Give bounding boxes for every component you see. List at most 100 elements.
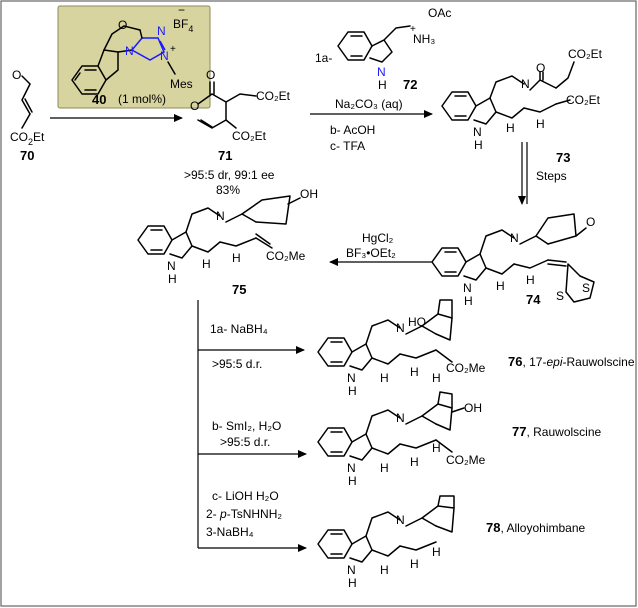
c73-h2: H <box>536 117 545 131</box>
catalyst-mes-group: Mes <box>170 77 193 91</box>
c71-number: 71 <box>218 148 232 163</box>
c78-nh-h: H <box>348 576 357 590</box>
c74-h1: H <box>496 279 505 293</box>
c71-keto-o: O <box>206 68 215 82</box>
catalyst-loading: (1 mol%) <box>118 92 166 106</box>
c73-nh-h: H <box>474 138 483 152</box>
c75-n-atom: N <box>216 209 225 223</box>
c74-number: 74 <box>526 292 541 307</box>
c72-plus: + <box>410 24 416 35</box>
c77-h2: H <box>410 455 419 469</box>
c75-ester: CO₂Me <box>266 249 306 263</box>
c76-ho: HO <box>408 315 426 329</box>
c75-oh: OH <box>300 187 318 201</box>
c78-h2: H <box>410 557 419 571</box>
c71-ester-bottom: CO₂Et <box>232 129 267 143</box>
catalyst-number: 40 <box>92 92 106 107</box>
catalyst-n2-atom: N <box>157 24 166 38</box>
c74-n-atom: N <box>510 231 519 245</box>
c75-number: 75 <box>232 282 246 297</box>
compound-71: O O CO₂Et CO₂Et 71 >95:5 dr, 99:1 ee 83% <box>184 68 291 197</box>
c73-n-atom: N <box>521 77 530 91</box>
c78-label: 78, Alloyohimbane <box>486 520 586 535</box>
c72-prefix: 1a- <box>315 51 332 65</box>
c77-nh: N <box>347 461 356 475</box>
catalyst-n1-atom: N <box>125 44 134 58</box>
c74-s1-atom: S <box>582 281 590 295</box>
branch3-reagent3: 3-NaBH₄ <box>206 525 254 539</box>
c71-ring-o: O <box>190 99 199 113</box>
c75-nh-h: H <box>168 272 177 286</box>
c71-ester-top: CO₂Et <box>256 89 291 103</box>
c74-nh: N <box>463 281 472 295</box>
c72-indole-h: H <box>378 78 387 92</box>
catalyst-counterion: BF4 <box>173 17 193 34</box>
c73-h1: H <box>506 121 515 135</box>
c70-ester: CO2Et <box>10 130 45 147</box>
c78-nh: N <box>347 563 356 577</box>
branch2-dr: >95:5 d.r. <box>220 435 270 449</box>
c75-nh: N <box>167 259 176 273</box>
compound-74: N O S S N H H H 74 <box>431 213 595 308</box>
compound-72: 1a- N H NH₃ + OAc 72 <box>315 6 451 92</box>
c76-nh-h: H <box>348 384 357 398</box>
c77-nh-h: H <box>348 474 357 488</box>
branch3-reagent2: 2- p-TsNHNH₂ <box>206 507 282 521</box>
c76-h2: H <box>410 365 419 379</box>
c73-number: 73 <box>556 150 570 165</box>
branch2-reagent: b- SmI₂, H₂O <box>212 419 281 433</box>
c72-indole-n: N <box>377 65 386 79</box>
c78-n-atom: N <box>396 513 405 527</box>
c75-h2: H <box>232 251 241 265</box>
c77-ester: CO₂Me <box>446 453 486 467</box>
hg-reagent2: BF₃•OEt₂ <box>346 246 396 260</box>
c70-o-atom: O <box>12 68 21 82</box>
compound-73: N O CO₂Et CO₂Et N H H H 73 <box>441 47 603 165</box>
c75-h1: H <box>202 257 211 271</box>
compound-78: N N H H H H 78, Alloyohimbane <box>317 495 586 590</box>
catalyst-40: O N N N + Mes BF4 − 40 (1 mol%) <box>57 3 211 109</box>
step1-acoh: b- AcOH <box>330 123 375 137</box>
c76-ester: CO₂Me <box>446 361 486 375</box>
c73-ester-top: CO₂Et <box>568 47 603 61</box>
c73-nh: N <box>473 125 482 139</box>
step1-base: Na₂CO₃ (aq) <box>335 97 403 111</box>
c76-h3: H <box>432 371 441 385</box>
c74-h2: H <box>526 273 535 287</box>
compound-75: N OH CO₂Me N H H H 75 <box>137 187 318 297</box>
c76-h1: H <box>380 371 389 385</box>
catalyst-highlight-box <box>57 5 211 109</box>
c73-o-atom: O <box>536 61 545 75</box>
compound-76: N HO CO₂Me N H H H H 76, 17-epi-Rauwolsc… <box>317 299 635 398</box>
c77-oh: OH <box>464 401 482 415</box>
c70-number: 70 <box>20 148 34 163</box>
c74-o-atom: O <box>586 215 595 229</box>
c71-yield: 83% <box>216 183 240 197</box>
c73-ester-bottom: CO₂Et <box>566 93 601 107</box>
branch1-reagent: 1a- NaBH₄ <box>210 322 268 336</box>
compound-77: N OH CO₂Me N H H H H 77, Rauwolscine <box>317 391 601 488</box>
c72-nh3: NH₃ <box>413 32 435 46</box>
branch3-reagent1: c- LiOH H₂O <box>212 489 279 503</box>
c71-selectivity: >95:5 dr, 99:1 ee <box>184 168 275 182</box>
step1-tfa: c- TFA <box>330 139 365 153</box>
catalyst-minus-charge: − <box>178 3 185 17</box>
c76-label: 76, 17-epi-Rauwolscine <box>508 354 635 369</box>
c74-s2-atom: S <box>556 289 564 303</box>
c77-h3: H <box>432 441 441 455</box>
c74-nh-h: H <box>464 294 473 308</box>
catalyst-n3-atom: N <box>160 49 169 63</box>
c77-n-atom: N <box>396 411 405 425</box>
c77-label: 77, Rauwolscine <box>512 424 601 439</box>
compound-70: O CO2Et 70 <box>10 68 45 163</box>
c72-number: 72 <box>403 77 417 92</box>
c76-nh: N <box>347 371 356 385</box>
c77-h1: H <box>380 461 389 475</box>
catalyst-plus-charge: + <box>170 44 176 55</box>
catalyst-o-atom: O <box>118 18 127 32</box>
steps-label: Steps <box>536 169 567 183</box>
hg-reagent1: HgCl₂ <box>362 231 394 245</box>
c78-h3: H <box>432 545 441 559</box>
c78-h1: H <box>380 563 389 577</box>
